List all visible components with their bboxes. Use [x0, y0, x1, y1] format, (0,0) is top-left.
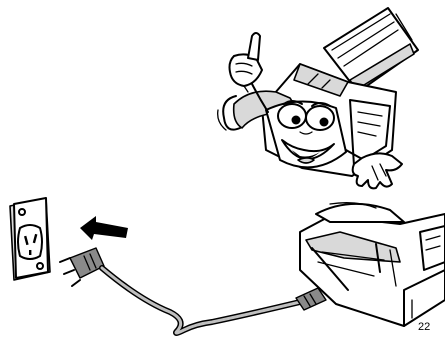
insert-arrow	[80, 216, 128, 240]
power-cord	[102, 268, 300, 333]
fax-mascot	[218, 8, 418, 188]
fax-machine-rear	[300, 203, 445, 326]
mascot-face	[266, 101, 346, 167]
page-number: 22	[418, 321, 430, 333]
power-plug	[60, 248, 104, 286]
wall-outlet	[10, 198, 50, 280]
mascot-open-hand	[346, 150, 402, 188]
